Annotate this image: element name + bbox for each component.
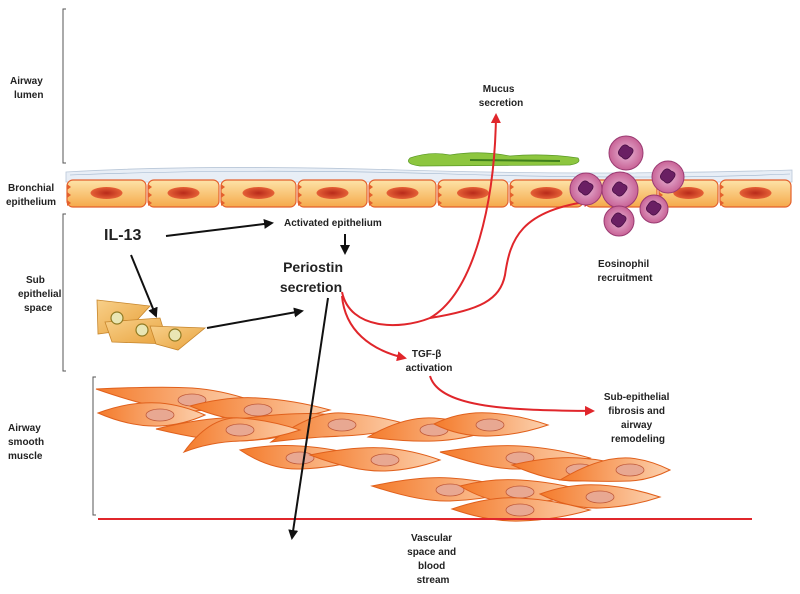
- eosinophil-cell: [639, 194, 669, 224]
- fibrosis-remodeling-label: Sub-epithelial fibrosis and airway remod…: [604, 392, 672, 445]
- tgf-activation-label: TGF-β activation: [406, 349, 453, 374]
- smooth-muscle-layer: [95, 386, 672, 522]
- epithelial-cell: [368, 179, 437, 208]
- activated-epithelium-label: Activated epithelium: [284, 218, 382, 229]
- black-arrows: [130, 219, 350, 540]
- eosinophil-cell: [603, 205, 635, 237]
- smooth-muscle-cell: [96, 402, 207, 427]
- arrow-fibroblast-to-periostin: [206, 307, 304, 329]
- epithelial-cell: [509, 179, 584, 208]
- label-airway-lumen: Airway lumen: [10, 76, 46, 101]
- label-sub-epithelial-space: Sub epithelial space: [18, 275, 64, 314]
- eosinophil-cell: [601, 171, 639, 209]
- eosinophil-cell: [608, 135, 644, 171]
- eosinophil-recruitment-label: Eosinophil recruitment: [597, 259, 653, 284]
- il13-label: IL-13: [104, 227, 141, 244]
- arrow-tgf-to-fibrosis: [429, 375, 595, 416]
- smooth-muscle-cell: [450, 497, 592, 522]
- arrow-periostin-to-tgf: [341, 295, 407, 362]
- arrow-il13-to-fibroblast: [130, 254, 158, 318]
- arrow-periostin-to-eosinophil: [429, 197, 594, 319]
- smooth-muscle-cell: [182, 417, 302, 454]
- goblet-cell-detail: [469, 159, 561, 162]
- epithelial-cell: [147, 179, 220, 208]
- arrow-periostin-to-mucus: [341, 113, 501, 327]
- smooth-muscle-cell: [558, 457, 672, 482]
- epithelial-cell: [297, 179, 368, 208]
- epithelial-cell: [66, 179, 147, 208]
- arrow-il13-to-epithelium: [165, 219, 274, 237]
- region-brackets: [62, 8, 96, 516]
- smooth-muscle-cell: [538, 484, 662, 509]
- epithelial-cell: [437, 179, 509, 208]
- smooth-muscle-cell: [432, 412, 550, 437]
- label-bronchial-epithelium: Bronchial epithelium: [6, 183, 57, 208]
- arrow-periostin-to-vascular: [288, 297, 329, 540]
- mucus-secretion-label: Mucus secretion: [479, 84, 523, 109]
- eosinophil-cell: [569, 172, 603, 206]
- vascular-space-label: Vascular space and blood stream: [407, 533, 459, 586]
- eosinophil-cluster: [569, 135, 685, 237]
- periostin-secretion-label: Periostin secretion: [280, 259, 347, 295]
- red-arrows: [341, 113, 595, 416]
- smooth-muscle-cell: [308, 447, 442, 472]
- label-airway-smooth-muscle: Airway smooth muscle: [8, 423, 47, 462]
- epithelial-cell: [220, 179, 297, 208]
- fibroblast-cluster: [96, 299, 207, 351]
- epithelial-cell: [719, 179, 792, 208]
- eosinophil-cell: [651, 160, 685, 194]
